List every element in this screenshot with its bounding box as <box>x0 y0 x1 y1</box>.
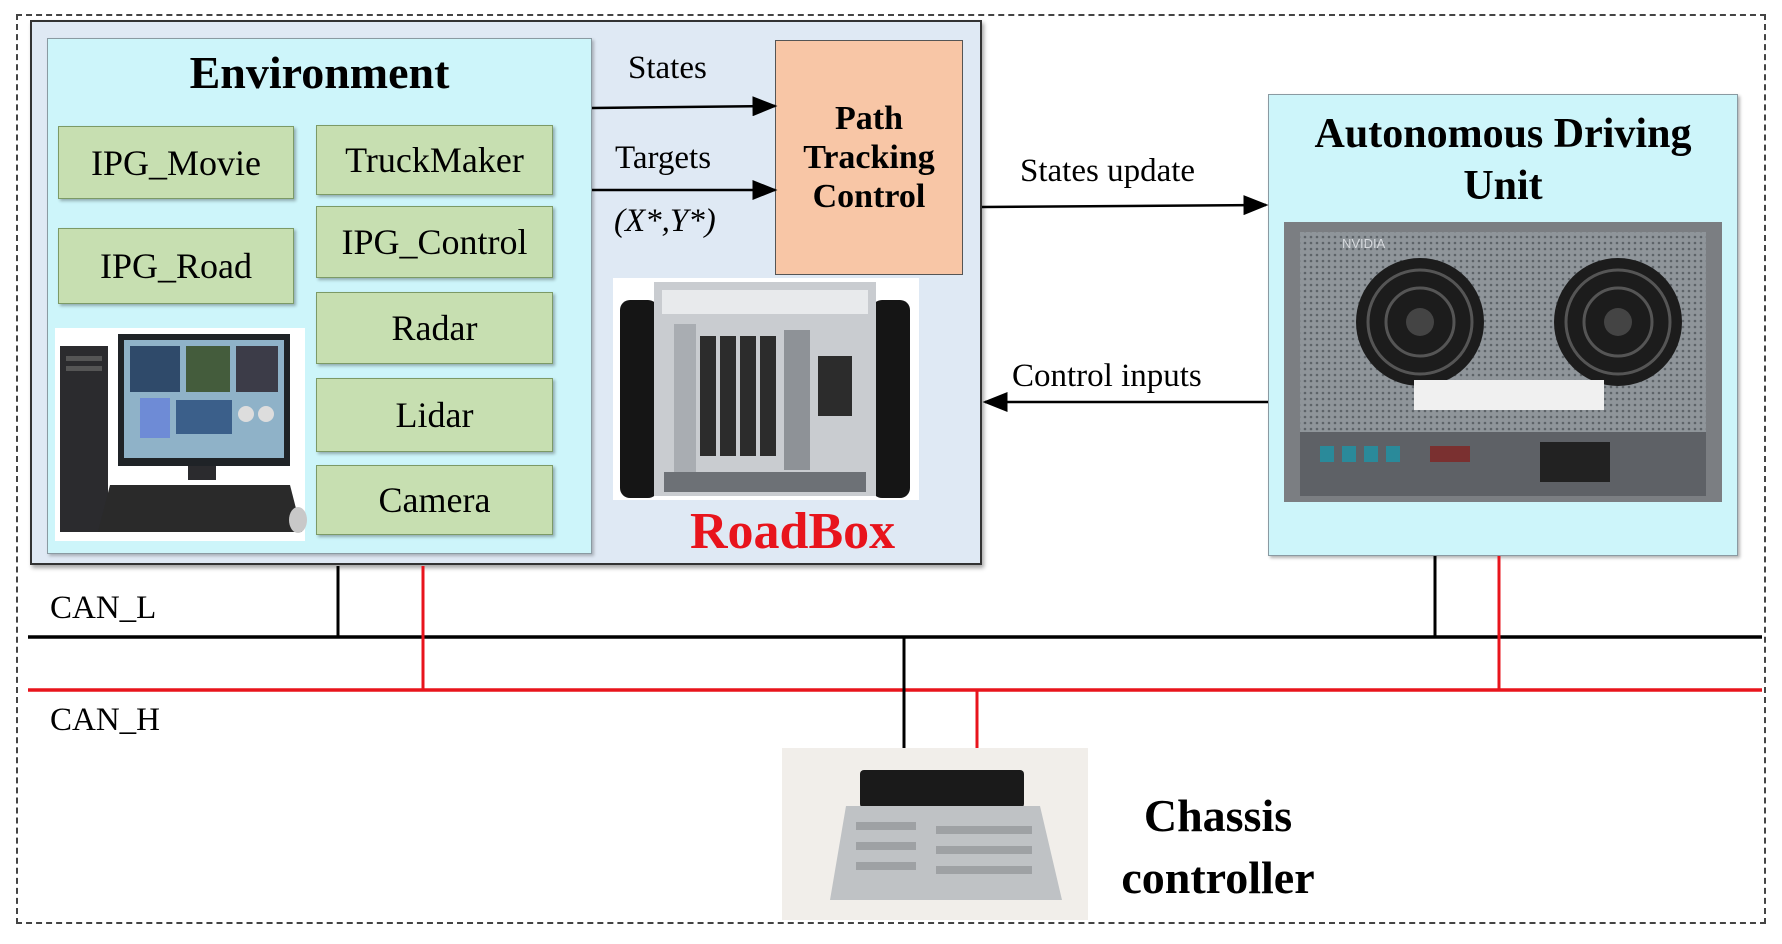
targets-label: Targets <box>615 140 712 176</box>
states-update-label: States update <box>1020 153 1196 189</box>
ptc-line-2: Tracking <box>803 139 935 176</box>
roadbox-label: RoadBox <box>690 503 896 560</box>
can-l-label: CAN_L <box>50 590 157 626</box>
module-truckmaker: TruckMaker <box>316 125 553 195</box>
states-label: States <box>628 50 707 86</box>
states-update-arrow <box>981 195 1269 216</box>
chassis-controller-image <box>782 748 1088 920</box>
chassis-line-1: Chassis <box>1143 790 1293 841</box>
path-tracking-control-block: Path Tracking Control <box>775 40 963 275</box>
can-h-label: CAN_H <box>50 702 161 738</box>
chassis-line-2: controller <box>1121 852 1315 903</box>
states-arrow <box>591 96 778 117</box>
control-inputs-label: Control inputs <box>1012 358 1202 394</box>
adu-title-line-2: Unit <box>1463 163 1543 209</box>
system-boundary <box>16 14 1766 924</box>
module-camera: Camera <box>316 465 553 535</box>
ptc-line-1: Path <box>834 100 903 137</box>
chassis-controller-label: Chassis controller <box>1108 785 1328 909</box>
module-ipg-movie: IPG_Movie <box>58 126 294 199</box>
module-lidar: Lidar <box>316 378 553 452</box>
module-radar: Radar <box>316 292 553 364</box>
ptc-line-3: Control <box>812 178 926 215</box>
adu-hardware-image: NVIDIA <box>1284 222 1722 502</box>
module-ipg-control: IPG_Control <box>316 206 553 278</box>
module-ipg-road: IPG_Road <box>58 228 294 304</box>
adu-title-line-1: Autonomous Driving <box>1314 111 1692 157</box>
nvidia-mark: NVIDIA <box>1342 236 1386 251</box>
environment-title: Environment <box>189 47 450 98</box>
targets-formula: (X*,Y*) <box>614 203 716 239</box>
roadbox-hardware-image <box>613 278 919 500</box>
adu-title: Autonomous Driving Unit <box>1268 108 1738 212</box>
desktop-pc-image <box>55 328 307 541</box>
